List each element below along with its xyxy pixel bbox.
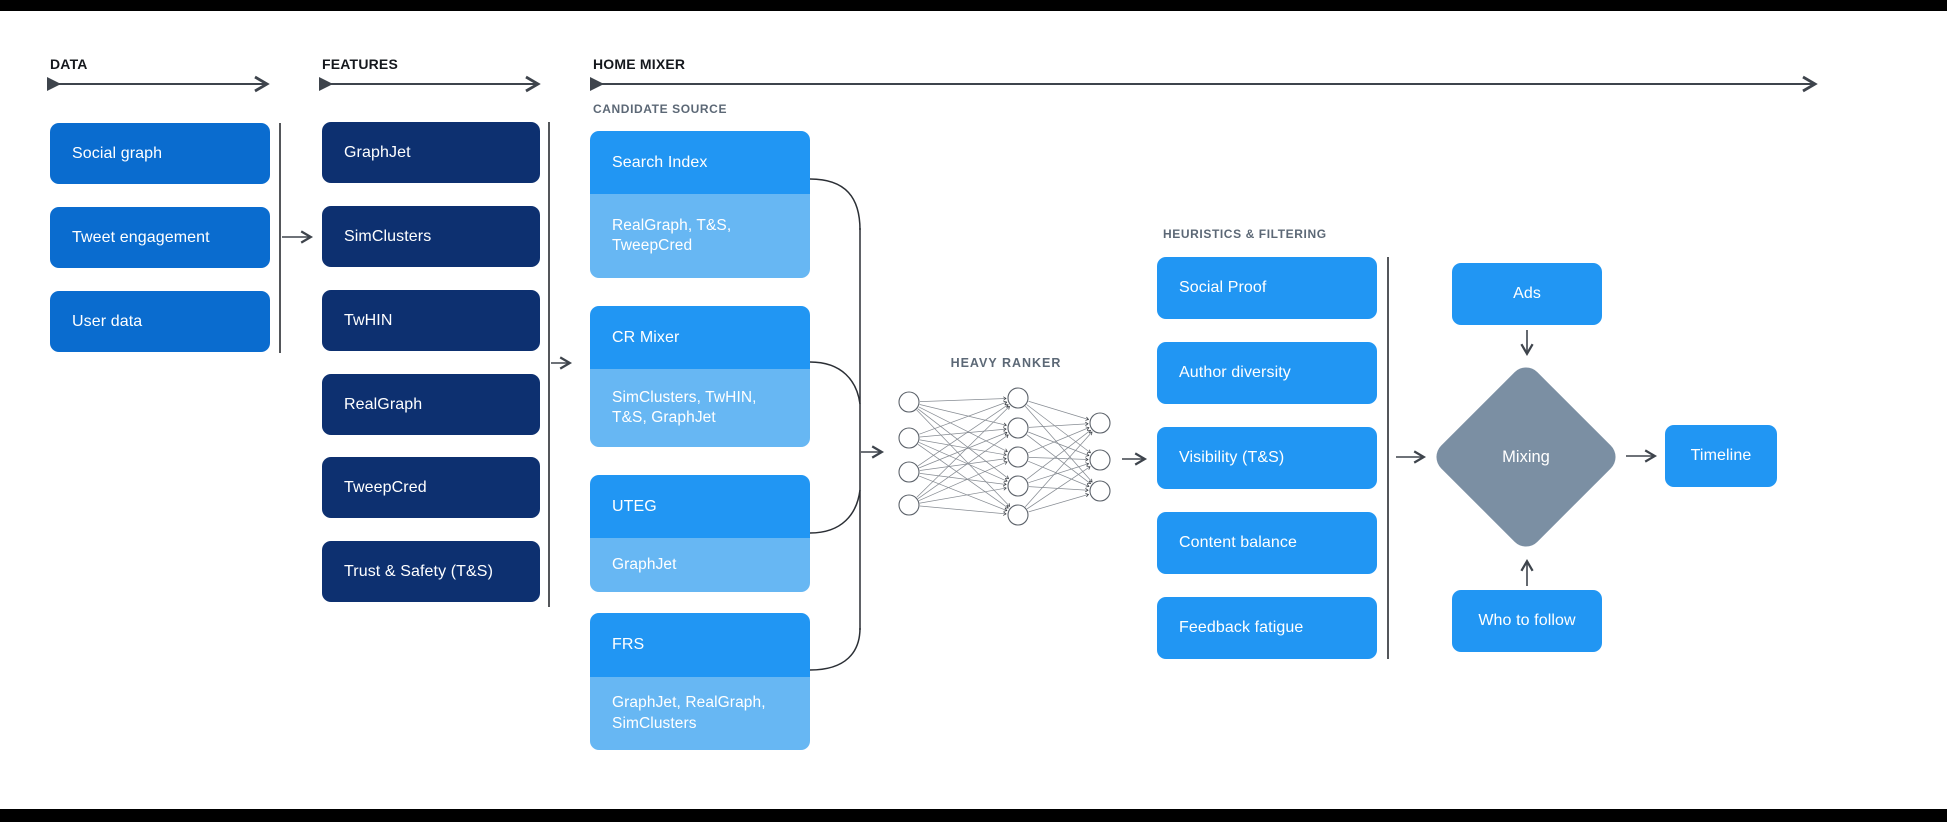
data-box-social-graph: Social graph bbox=[50, 123, 270, 184]
feature-box-realgraph: RealGraph bbox=[322, 374, 540, 435]
candidate-box-search-index: Search Index bbox=[590, 131, 810, 194]
candidate-sub-cr-mixer: SimClusters, TwHIN, T&S, GraphJet bbox=[590, 369, 810, 447]
heuristic-box-visibility: Visibility (T&S) bbox=[1157, 427, 1377, 489]
mixing-diamond: Mixing bbox=[1429, 360, 1623, 554]
feature-box-tweepcred: TweepCred bbox=[322, 457, 540, 518]
candidate-sub-search-index: RealGraph, T&S, TweepCred bbox=[590, 194, 810, 278]
heuristics-label: HEURISTICS & FILTERING bbox=[1163, 227, 1327, 241]
candidate-box-frs: FRS bbox=[590, 613, 810, 677]
who-to-follow-box: Who to follow bbox=[1452, 590, 1602, 652]
data-box-user-data: User data bbox=[50, 291, 270, 352]
cr-mixer-connector bbox=[809, 361, 861, 405]
ads-box: Ads bbox=[1452, 263, 1602, 325]
heuristic-box-content-balance: Content balance bbox=[1157, 512, 1377, 574]
bottom-black-bar bbox=[0, 809, 1947, 822]
feature-box-twhin: TwHIN bbox=[322, 290, 540, 351]
section-label-features: FEATURES bbox=[322, 56, 399, 72]
candidate-box-uteg: UTEG bbox=[590, 475, 810, 538]
top-black-bar bbox=[0, 0, 1947, 11]
candidate-box-cr-mixer: CR Mixer bbox=[590, 306, 810, 369]
candidate-merge-connectors bbox=[809, 178, 861, 671]
heavy-ranker-label: HEAVY RANKER bbox=[950, 356, 1062, 370]
timeline-box: Timeline bbox=[1665, 425, 1777, 487]
feature-box-simclusters: SimClusters bbox=[322, 206, 540, 267]
neural-network-icon bbox=[898, 387, 1111, 526]
data-box-tweet-engagement: Tweet engagement bbox=[50, 207, 270, 268]
feature-box-graphjet: GraphJet bbox=[322, 122, 540, 183]
candidate-sub-uteg: GraphJet bbox=[590, 538, 810, 592]
heuristic-box-social-proof: Social Proof bbox=[1157, 257, 1377, 319]
mixing-diamond-label: Mixing bbox=[1502, 447, 1550, 466]
feature-box-trust-safety: Trust & Safety (T&S) bbox=[322, 541, 540, 602]
uteg-connector bbox=[809, 489, 861, 534]
candidate-sub-frs: GraphJet, RealGraph, SimClusters bbox=[590, 677, 810, 750]
frs-connector bbox=[809, 627, 861, 671]
section-label-home-mixer: HOME MIXER bbox=[593, 56, 686, 72]
heuristic-box-feedback-fatigue: Feedback fatigue bbox=[1157, 597, 1377, 659]
candidate-source-label: CANDIDATE SOURCE bbox=[593, 102, 728, 116]
section-label-data: DATA bbox=[50, 56, 88, 72]
search-index-connector bbox=[809, 178, 861, 231]
heuristic-box-author-diversity: Author diversity bbox=[1157, 342, 1377, 404]
